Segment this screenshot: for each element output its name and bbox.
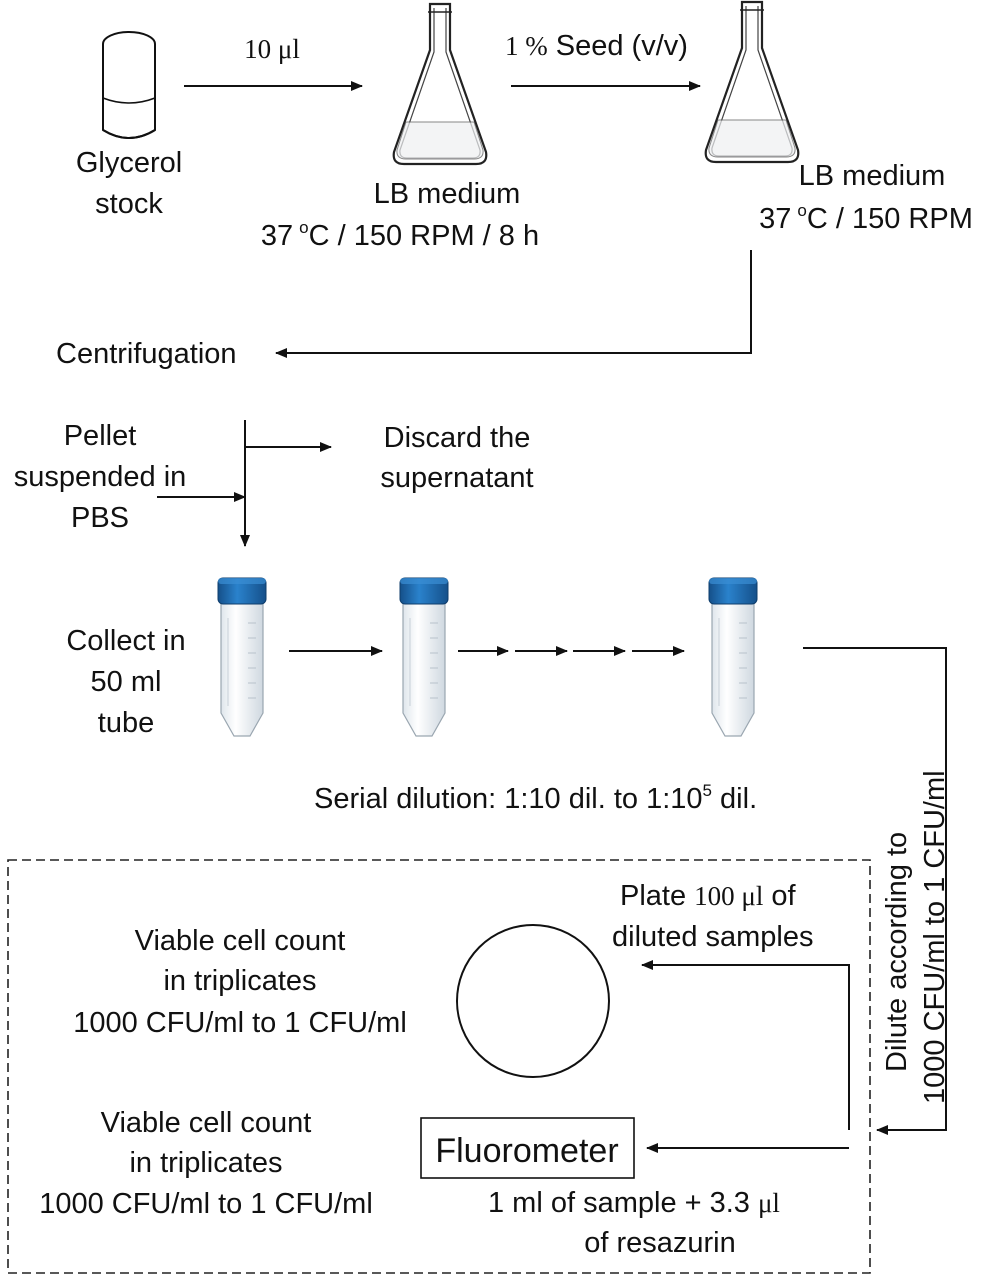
glycerol-label-line2: stock [95,188,163,220]
flask1-label-line1: LB medium [374,178,521,210]
glycerol-label-line1: Glycerol [76,147,182,179]
discard-label-line1: Discard the [384,422,531,454]
sample-label-line2: of resazurin [584,1227,736,1259]
fluorometer-label: Fluorometer [435,1132,618,1170]
flask2-icon [704,0,800,164]
assay-dashed-box [7,859,871,1274]
tube2-icon [399,577,449,737]
arrow-dilute-to-assay [803,647,947,1135]
flask2-label-line1: LB medium [799,160,946,192]
flask1-icon [392,2,488,166]
arrow-flask2-to-centrifugation [275,250,752,358]
tube1-icon [217,577,267,737]
viable1-label-line1: Viable cell count [135,925,346,957]
viable2-label-line3: 1000 CFU/ml to 1 CFU/ml [39,1188,373,1220]
pellet-label-line1: Pellet [64,420,137,452]
pellet-label-line2: suspended in [14,461,187,493]
collect-label-line2: 50 ml [91,666,162,698]
viable1-label-line3: 1000 CFU/ml to 1 CFU/ml [73,1007,407,1039]
dilute-label-line2: 1000 CFU/ml to 1 CFU/ml [919,770,951,1104]
pellet-label-line3: PBS [71,502,129,534]
plate-label-line2: diluted samples [612,921,814,953]
arrow-to-plate [641,960,850,1130]
petri-dish-icon [456,924,610,1078]
centrifugation-label: Centrifugation [56,338,237,370]
viable1-label-line2: in triplicates [163,965,316,997]
collect-label-line3: tube [98,707,154,739]
fluorometer-box [420,1117,635,1179]
discard-label-line2: supernatant [380,462,533,494]
glycerol-vial-icon [102,31,156,139]
transfer-volume-label: 10 μl [244,34,300,64]
viable2-label-line2: in triplicates [129,1147,282,1179]
seed-label: 1 %Seed (v/v) [505,30,688,62]
tube3-icon [708,577,758,737]
viable2-label-line1: Viable cell count [101,1107,312,1139]
serial-dilution-label: Serial dilution: 1:10 dil. to 1:105 dil. [314,781,757,815]
collect-label-line1: Collect in [66,625,185,657]
dilute-label-line1: Dilute according to [881,832,913,1072]
